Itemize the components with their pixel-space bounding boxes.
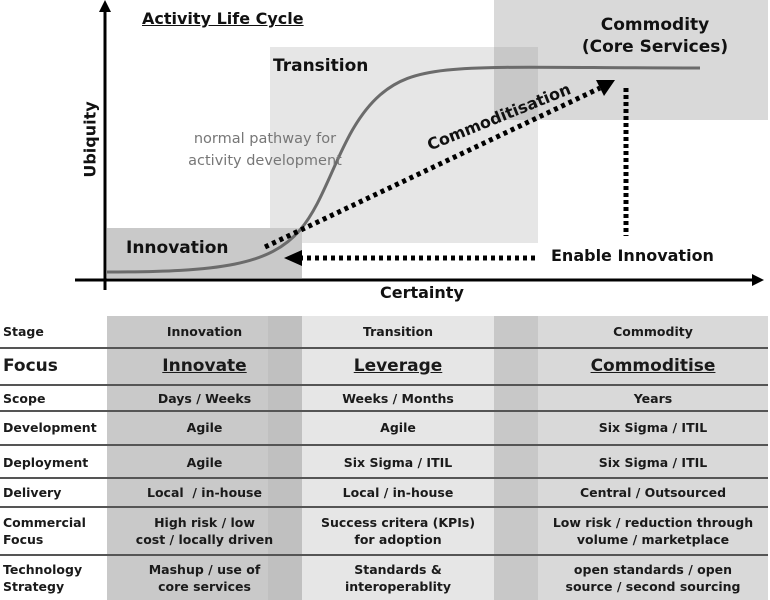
table-cell: Standards & interoperablity — [344, 562, 452, 594]
table-cell: Agile — [186, 419, 223, 435]
commodity-label: Commodity (Core Services) — [581, 15, 729, 57]
table-row: Commercial Focus High risk / low cost / … — [0, 508, 768, 554]
table-cell: open standards / open source / second so… — [565, 562, 741, 594]
x-axis-arrowhead — [752, 274, 764, 286]
row-divider — [0, 347, 768, 349]
table-cell: Innovate — [162, 356, 247, 376]
table-cell: Leverage — [353, 356, 443, 376]
table-cell: High risk / low cost / locally driven — [135, 515, 274, 547]
row-header: Commercial Focus — [3, 515, 86, 547]
table-cell: Days / Weeks — [157, 390, 252, 406]
life-cycle-table: Stage Innovation Transition Commodity Fo… — [0, 316, 770, 600]
table-cell: Local / in-house — [342, 485, 454, 500]
table-cell: Years — [633, 390, 673, 406]
table-cell: Success critera (KPIs) for adoption — [320, 515, 476, 547]
table-cell: Agile — [186, 455, 223, 470]
activity-life-cycle-diagram: Activity Life Cycle Transition Commodity… — [75, 0, 768, 302]
table-row: Technology Strategy Mashup / use of core… — [0, 556, 768, 600]
commodity-column-bg — [538, 316, 768, 600]
s-curve — [106, 65, 701, 274]
table-cell: Weeks / Months — [342, 390, 454, 406]
table-cell: Commoditise — [590, 356, 716, 376]
row-divider — [0, 444, 768, 446]
table-cell: Six Sigma / ITIL — [598, 419, 708, 435]
table-cell: Six Sigma / ITIL — [598, 455, 708, 470]
table-row: Development Agile Agile Six Sigma / ITIL — [0, 412, 768, 442]
row-header: Deployment — [3, 455, 89, 470]
row-divider — [0, 554, 768, 556]
curve-label: normal pathway for activity development — [188, 131, 342, 169]
row-header: Development — [3, 419, 97, 435]
row-header: Delivery — [3, 485, 62, 500]
table-cell: Central / Outsourced — [579, 485, 727, 500]
table-cell: Agile — [380, 419, 416, 435]
innovation-overlap-bg — [268, 316, 302, 600]
table-cell: Local / in-house — [147, 485, 262, 500]
y-axis-arrowhead — [99, 0, 111, 12]
commoditisation-arrow — [263, 85, 602, 250]
row-divider — [0, 506, 768, 508]
enable-innovation-label: Enable Innovation — [551, 246, 714, 265]
table-cell: Low risk / reduction through volume / ma… — [552, 515, 754, 547]
table-cell: Commodity — [613, 324, 693, 339]
table-cell: Six Sigma / ITIL — [343, 455, 453, 470]
innovation-label: Innovation — [126, 238, 229, 258]
table-row: Stage Innovation Transition Commodity — [0, 316, 768, 347]
table-cell: Innovation — [166, 324, 243, 339]
row-header: Technology Strategy — [3, 562, 83, 594]
row-divider — [0, 477, 768, 479]
row-header: Stage — [3, 324, 44, 339]
transition-column-bg — [302, 316, 494, 600]
diagram-title: Activity Life Cycle — [142, 9, 304, 28]
row-divider — [0, 384, 768, 386]
x-axis-label: Certainty — [380, 283, 464, 302]
overlap-region — [494, 47, 538, 120]
table-row: Deployment Agile Six Sigma / ITIL Six Si… — [0, 446, 768, 479]
overlap-column-bg — [494, 316, 538, 600]
row-divider — [0, 410, 768, 412]
row-header: Scope — [3, 390, 46, 406]
table-cell: Transition — [362, 324, 434, 339]
transition-label: Transition — [273, 56, 369, 76]
diagram-graphics — [75, 0, 768, 290]
row-header: Focus — [3, 356, 58, 376]
commodity-region — [494, 0, 768, 120]
table-row: Delivery Local / in-house Local / in-hou… — [0, 479, 768, 506]
table-row: Focus Innovate Leverage Commoditise — [0, 349, 768, 384]
y-axis-label: Ubiquity — [80, 101, 100, 178]
table-row: Scope Days / Weeks Weeks / Months Years — [0, 386, 768, 410]
table-cell: Mashup / use of core services — [148, 562, 261, 594]
